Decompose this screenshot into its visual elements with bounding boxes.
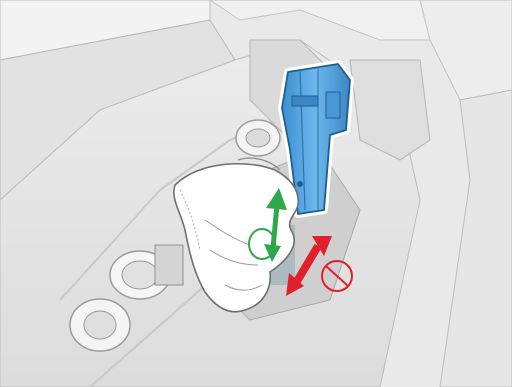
printer-maintenance-illustration — [0, 0, 512, 387]
illustration-canvas — [0, 0, 512, 387]
